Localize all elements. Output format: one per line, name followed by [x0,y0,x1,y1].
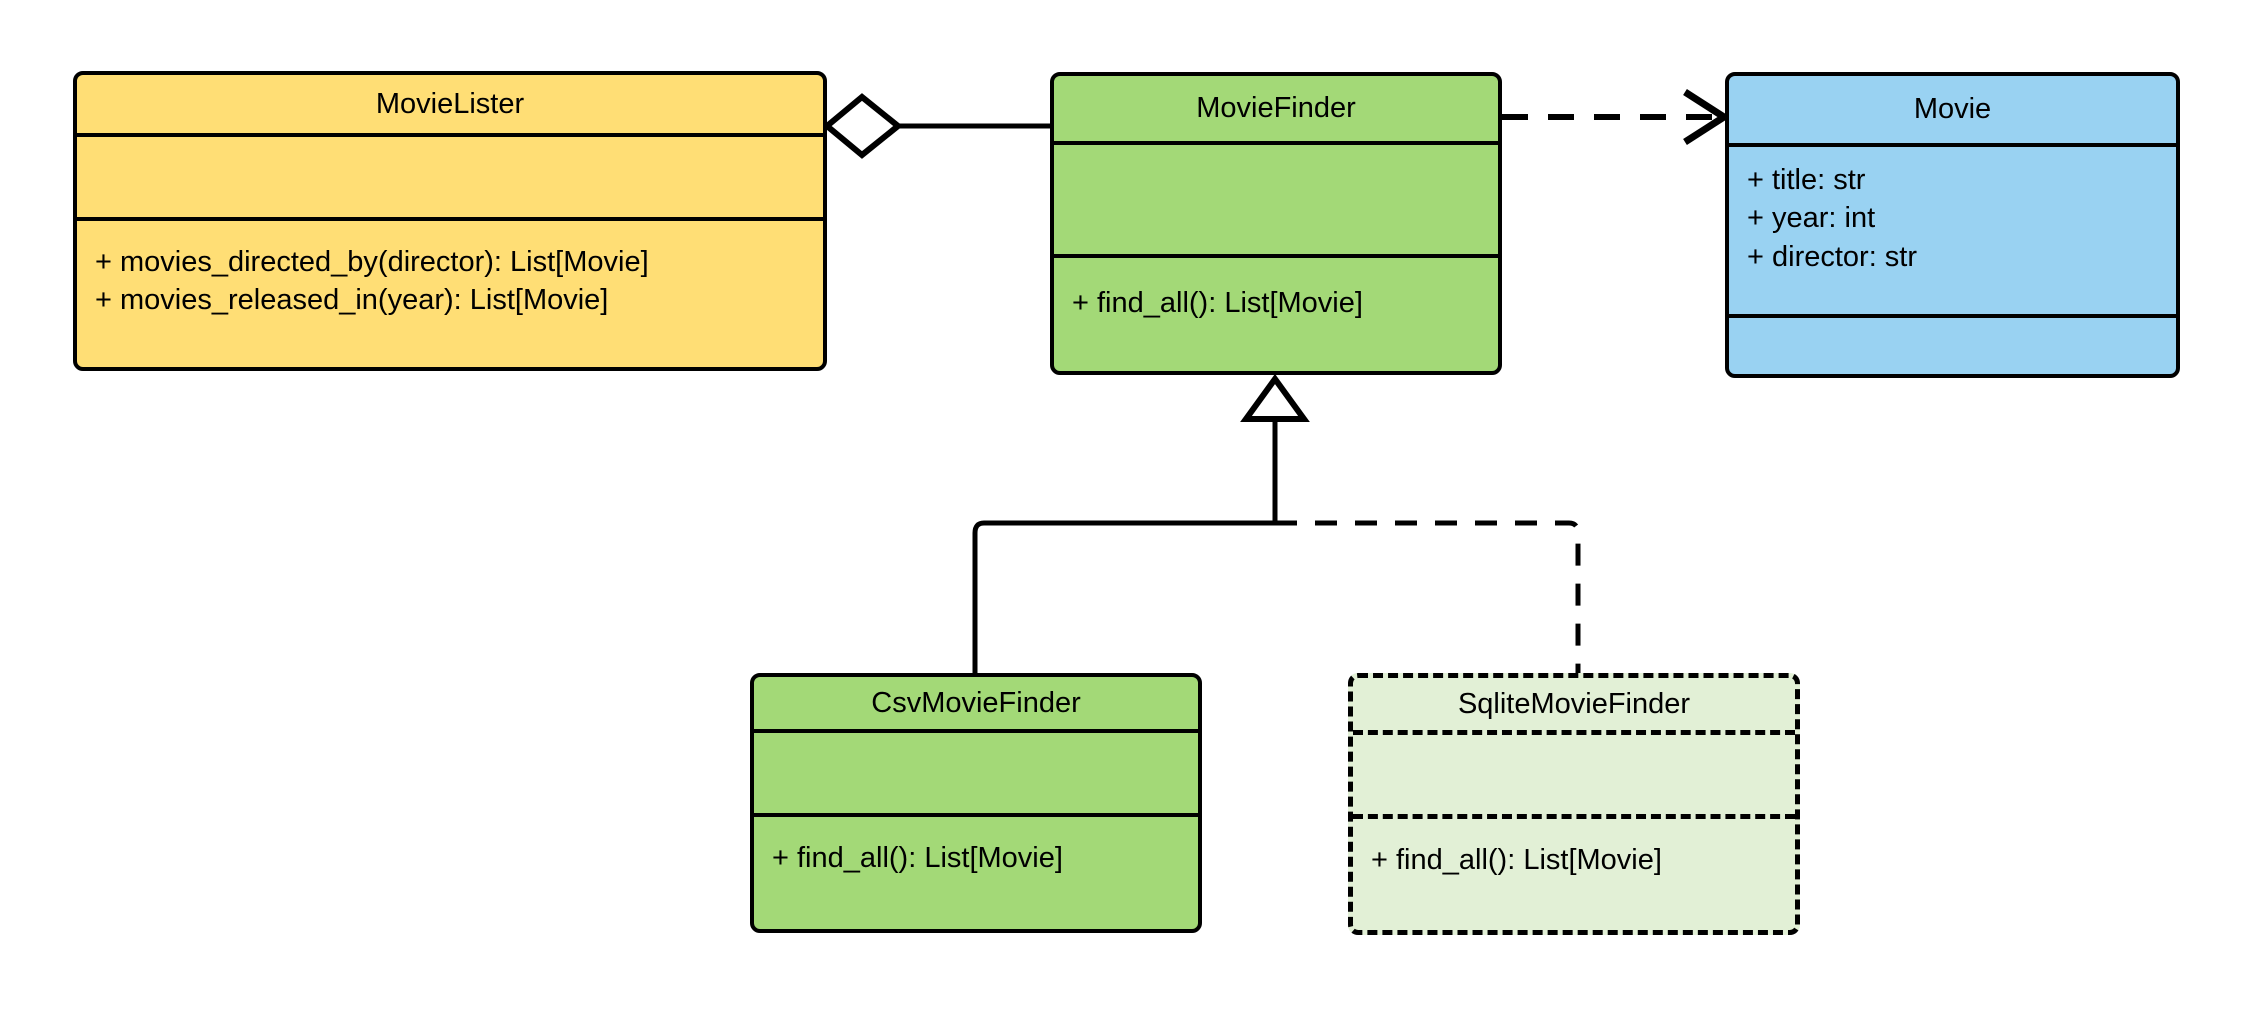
class-methods-sqlitemoviefinder: + find_all(): List[Movie] [1353,814,1795,930]
class-box-movie[interactable]: Movie + title: str + year: int + directo… [1725,72,2180,378]
class-methods-movie [1729,314,2176,374]
generalization-sqlitemoviefinder [1275,520,1581,673]
aggregation-movielister-moviefinder [822,93,1050,159]
generalization-line-sqlite [1275,520,1581,673]
dependency-moviefinder-movie [1502,89,1731,145]
class-name-sqlitemoviefinder: SqliteMovieFinder [1457,687,1691,720]
class-attributes-movie: + title: str + year: int + director: str [1729,143,2176,314]
hollow-triangle-icon [1240,373,1310,422]
attribute-row: + title: str [1747,164,1866,196]
method-row: + find_all(): List[Movie] [772,842,1063,874]
hollow-diamond-icon [822,93,903,159]
class-box-movielister[interactable]: MovieLister + movies_directed_by(directo… [73,71,827,371]
generalization-csvmoviefinder [972,520,1275,673]
class-box-csvmoviefinder[interactable]: CsvMovieFinder + find_all(): List[Movie] [750,673,1202,933]
attribute-row: + director: str [1747,240,1918,273]
class-name-moviefinder: MovieFinder [1196,92,1356,124]
class-methods-csvmoviefinder: + find_all(): List[Movie] [754,813,1198,929]
class-box-moviefinder[interactable]: MovieFinder + find_all(): List[Movie] [1050,72,1502,375]
class-name-csvmoviefinder: CsvMovieFinder [871,686,1081,719]
class-name-movielister: MovieLister [375,87,525,120]
method-row: + movies_directed_by(director): List[Mov… [95,246,649,278]
open-arrow-icon [1683,89,1731,145]
method-row: + find_all(): List[Movie] [1371,844,1662,876]
method-row: + movies_released_in(year): List[Movie] [95,284,609,317]
class-attributes-csvmoviefinder [754,729,1198,813]
class-box-sqlitemoviefinder[interactable]: SqliteMovieFinder + find_all(): List[Mov… [1348,673,1800,935]
class-name-movie: Movie [1913,93,1992,125]
class-attributes-movielister [77,133,823,217]
generalization-line-csv [972,520,1275,673]
class-attributes-moviefinder [1054,141,1498,254]
attribute-row: + year: int [1747,202,1876,235]
class-methods-movielister: + movies_directed_by(director): List[Mov… [77,217,823,367]
class-methods-moviefinder: + find_all(): List[Movie] [1054,254,1498,371]
generalization-triangle-moviefinder [1240,373,1310,523]
class-attributes-sqlitemoviefinder [1353,730,1795,814]
method-row: + find_all(): List[Movie] [1072,287,1363,319]
